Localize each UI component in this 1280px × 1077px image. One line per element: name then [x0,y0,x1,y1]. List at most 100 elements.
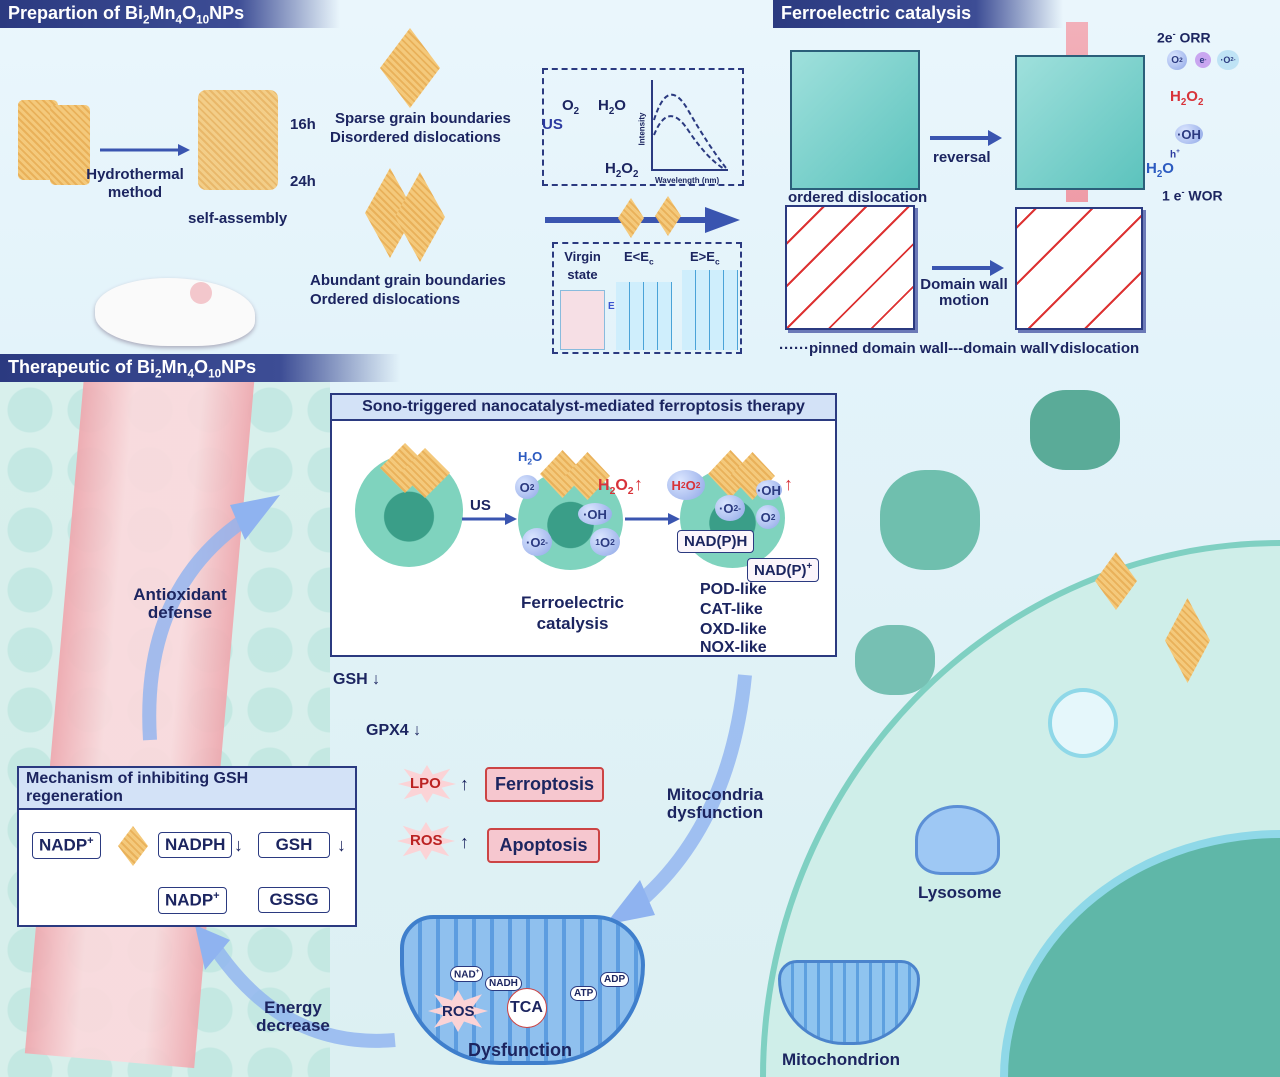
gpx4-label: GPX4 ↓ [366,722,422,739]
domain-panel-before [785,205,915,330]
e-greater-label: E>Ec [690,249,720,267]
enzyme-nox: NOX-like [700,639,767,656]
reversal-label: reversal [933,149,991,166]
oh-bubble: ·OH [756,480,782,500]
adp-tag: ADP [600,972,630,987]
domain-legend: ······pinned domain wall---domain wall⋎d… [779,340,1140,357]
ferroptosis-tag: Ferroptosis [485,767,605,802]
nadh-tag: NADH [485,976,522,991]
increase-arrow: ↑ [634,474,643,494]
enzyme-oxd: OXD-like [700,621,767,638]
us-label: US [542,116,563,133]
electron-bubble: e- [1195,52,1211,68]
mouse-ear [190,282,212,304]
h2o2-label: H2O2 [605,160,639,180]
hydrothermal-label: Hydrothermal method [86,166,184,201]
gsh-text: GSH [333,671,368,688]
mito-dysfunction-label: Mitocondria dysfunction [666,785,764,822]
ros-burst [397,822,455,860]
h2o-label: H2O [1146,160,1174,180]
lpo-label: LPO [410,775,441,792]
ferro-header: Ferroelectric catalysis [773,0,1063,28]
sparse-label: Sparse grain boundaries [335,110,511,127]
h2o-label: H2O [518,449,543,467]
nad-tag: NAD+ [450,966,484,983]
o2-label: O2 [562,97,580,117]
therapeutic-header: Therapeutic of Bi2Mn4O10NPs [0,354,400,382]
oh-bubble: ·OH [1175,124,1203,144]
aligned-domains [682,270,738,350]
increase-arrow: ↑ [460,832,469,852]
decrease-arrow: ↓ [234,835,243,855]
orr-label: 2e- ORR [1157,29,1211,46]
disordered-label: Disordered dislocations [330,129,501,146]
oh-bubble: ·OH [578,503,612,525]
virgin-label: Virgin state [564,249,601,282]
virgin-domains [560,290,605,350]
nadp-tag: NAD(P)+ [747,558,820,582]
enzyme-list: POD-like CAT-like OXD-like NOX-like [700,580,767,656]
mechanism-title: Mechanism of inhibiting GSH regeneration [19,768,355,810]
raw-crystal [50,105,90,185]
h2o2-label: H2O2 [598,477,634,498]
lpo-burst [398,765,456,803]
arrow-icon [930,130,1002,146]
gssg-tag: GSSG [258,887,330,913]
h2o2-label: H2O2 [1170,88,1204,108]
arrow-icon [625,513,680,525]
partial-domains [616,282,672,350]
arrow-icon [100,144,190,156]
domain-box [552,242,742,354]
increase-arrow: ↑ [460,774,469,794]
cube-before [790,50,920,190]
e-less-label: E<Ec [624,249,654,267]
vesicle [1048,688,1118,758]
lysosome-illustration [915,805,1000,875]
decrease-arrow: ↓ [337,835,346,855]
ordered-dislocation-label: ordered dislocation [788,189,928,206]
ros-label: ROS [410,832,443,849]
dead-cell [1030,390,1120,470]
abundant-label: Abundant grain boundaries [310,272,506,289]
enzyme-pod: POD-like [700,581,767,598]
field-label: E [608,301,615,312]
piezo-box [542,68,744,186]
energy-decrease-label: Energy decrease [256,998,330,1035]
abundant-crystal [395,172,445,262]
nadp-tag: NADP+ [32,832,101,859]
nadp-tag-2: NADP+ [158,887,227,914]
apoptosis-tag: Apoptosis [487,828,600,863]
sparse-crystal [380,28,440,108]
tca-label: TCA [510,999,543,1016]
gsh-label: GSH ↓ [333,671,381,688]
self-assembly-label: self-assembly [188,210,288,227]
h2o-label: H2O [598,97,626,117]
nadph-tag: NADPH [158,832,233,858]
sono-title: Sono-triggered nanocatalyst-mediated fer… [332,395,835,421]
us-label: US [470,497,491,514]
ordered-label: Ordered dislocations [310,291,461,308]
time-16h: 16h [290,116,316,133]
wavelength-axis-label: Wavelength (nm) [655,176,720,185]
dead-cell [855,625,935,695]
mitochondrion-label: Mitochondrion [782,1050,901,1069]
intensity-plot [651,80,728,171]
dead-cell [880,470,980,570]
ferroelectric-catalysis-label: Ferroelectric catalysis [521,593,624,633]
domain-panel-after [1015,207,1143,330]
assembled-crystals [198,90,278,190]
hole-label: h+ [1170,148,1180,161]
antioxidant-label: Antioxidant defense [133,585,227,622]
nadph-tag: NAD(P)H [677,530,755,553]
enzyme-cat: CAT-like [700,601,763,618]
preparation-header: Prepartion of Bi2Mn4O10NPs [0,0,340,28]
dysfunction-label: Dysfunction [468,1040,573,1060]
ros-burst [428,990,488,1032]
